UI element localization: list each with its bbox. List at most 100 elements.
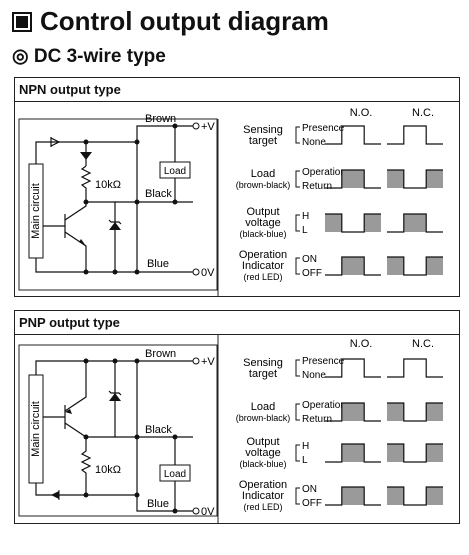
pnp-transistor-icon — [43, 361, 87, 438]
npn-node — [112, 269, 118, 275]
npn-top-wire — [35, 125, 193, 164]
pnp-row-3-name-line: (red LED) — [243, 502, 282, 512]
pnp-resistor-icon — [80, 437, 92, 495]
npn-row-0-waveform — [387, 125, 443, 145]
pnp-row-2-name-line: voltage — [245, 447, 280, 459]
npn-row-0-bracket — [295, 126, 300, 144]
pnp-black-label: Black — [145, 424, 172, 436]
pnp-node — [83, 358, 89, 364]
pnp-node — [83, 492, 89, 498]
pnp-node — [134, 358, 140, 364]
npn-row-3-pulse-fill — [341, 257, 365, 275]
npn-node — [134, 139, 140, 145]
pnp-row-0-bracket — [295, 359, 300, 377]
pnp-col-no-label: N.O. — [350, 338, 373, 350]
pnp-row-0-name-line: target — [249, 368, 277, 380]
pnp-zener-icon — [109, 393, 121, 401]
pnp-zener-bar — [108, 390, 122, 396]
npn-row-2-pulse-fill — [403, 214, 427, 232]
page-title: Control output diagram — [12, 6, 329, 37]
npn-brown-label: Brown — [145, 113, 176, 125]
npn-row-3-name-line: (red LED) — [243, 272, 282, 282]
pnp-row-1-pulse-fill — [387, 403, 404, 421]
npn-node — [134, 199, 140, 205]
pnp-row-2-bracket — [295, 444, 300, 462]
pnp-row-0-waveform — [387, 358, 443, 378]
pnp-row-2-name-line: (black-blue) — [239, 459, 286, 469]
pnp-row-3-pulse-fill — [426, 487, 443, 505]
pnp-row-3-state-high: ON — [302, 484, 317, 495]
pnp-row-0-state-low: None — [302, 370, 326, 381]
pnp-node — [134, 492, 140, 498]
npn-row-2-bracket — [295, 214, 300, 232]
pnp-terminal-zero — [192, 507, 200, 515]
npn-row-2-pulse-fill — [325, 214, 342, 232]
pnp-row-2-pulse-fill — [341, 444, 365, 462]
npn-row-1-waveform — [387, 169, 443, 189]
npn-row-2-waveform — [325, 213, 381, 233]
npn-row-2-pulse-fill — [364, 214, 381, 232]
npn-row-1-pulse-fill — [341, 170, 365, 188]
pnp-load-box — [159, 464, 191, 482]
npn-main-circuit-label: Main circuit — [30, 183, 42, 239]
npn-row-3-name-line: Operation — [239, 249, 287, 261]
npn-panel: NPN output type Main circuit 10kΩ — [14, 77, 460, 297]
npn-panel-header: NPN output type — [15, 78, 459, 102]
pnp-panel-header: PNP output type — [15, 311, 459, 335]
pnp-row-3-name-line: Indicator — [242, 490, 285, 502]
npn-row-2-name-line: (black-blue) — [239, 229, 286, 239]
pnp-row-2-waveform — [325, 443, 381, 463]
npn-circuit-frame — [18, 118, 218, 291]
pnp-row-1-bracket — [295, 403, 300, 421]
npn-led-icon — [80, 152, 92, 160]
npn-resistor-label: 10kΩ — [95, 179, 121, 191]
npn-col-nc-label: N.C. — [412, 107, 434, 119]
pnp-row-3-state-low: OFF — [302, 498, 322, 509]
npn-node — [83, 269, 89, 275]
npn-row-2-name-line: voltage — [245, 217, 280, 229]
npn-row-1-name-line: (brown-black) — [236, 180, 291, 190]
npn-row-2-waveform — [387, 213, 443, 233]
npn-row-0-state-high: Presence — [302, 123, 345, 134]
npn-bottom-wire — [35, 258, 193, 273]
pnp-plusv-label: +V — [201, 356, 215, 368]
npn-node — [83, 139, 89, 145]
npn-row-1-state-low: Return — [302, 181, 332, 192]
npn-zener-icon — [109, 222, 121, 230]
pnp-diode-icon — [51, 491, 59, 499]
npn-row-0-name-line: target — [249, 135, 277, 147]
npn-timing-chart: N.O.N.C.SensingtargetPresenceNoneLoad(br… — [236, 107, 443, 282]
npn-row-2-name-line: Output — [246, 206, 279, 218]
page-title-text: Control output diagram — [40, 6, 329, 36]
pnp-row-1-waveform — [325, 402, 381, 422]
pnp-row-1-pulse-fill — [426, 403, 443, 421]
npn-row-1-name-line: Load — [251, 168, 275, 180]
npn-node — [172, 199, 178, 205]
npn-node — [172, 123, 178, 129]
npn-row-3-bracket — [295, 257, 300, 275]
pnp-circuit-frame — [18, 344, 218, 517]
pnp-load-label: Load — [164, 469, 186, 480]
pnp-row-1-name-line: (brown-black) — [236, 413, 291, 423]
pnp-row-3-name-line: Operation — [239, 479, 287, 491]
pnp-terminal-plus — [192, 357, 200, 365]
npn-row-2-state-low: L — [302, 225, 308, 236]
pnp-row-2-name-line: Output — [246, 436, 279, 448]
page-subtitle: ◎ DC 3-wire type — [12, 46, 166, 67]
npn-row-1-bracket — [295, 170, 300, 188]
npn-row-2-state-high: H — [302, 211, 309, 222]
pnp-row-3-bracket — [295, 487, 300, 505]
npn-row-0-state-low: None — [302, 137, 326, 148]
npn-black-label: Black — [145, 188, 172, 200]
pnp-row-1-state-high: Operation — [302, 400, 346, 411]
pnp-node — [172, 434, 178, 440]
npn-row-1-pulse-fill — [426, 170, 443, 188]
npn-output-wire — [86, 201, 116, 272]
square-bullet-icon — [12, 11, 32, 32]
pnp-transistor-arrow — [65, 409, 72, 414]
npn-col-no-label: N.O. — [350, 107, 373, 119]
npn-row-3-name-line: Indicator — [242, 260, 285, 272]
npn-load-label: Load — [164, 166, 186, 177]
npn-plusv-label: +V — [201, 121, 215, 133]
npn-transistor-arrow — [79, 239, 86, 246]
